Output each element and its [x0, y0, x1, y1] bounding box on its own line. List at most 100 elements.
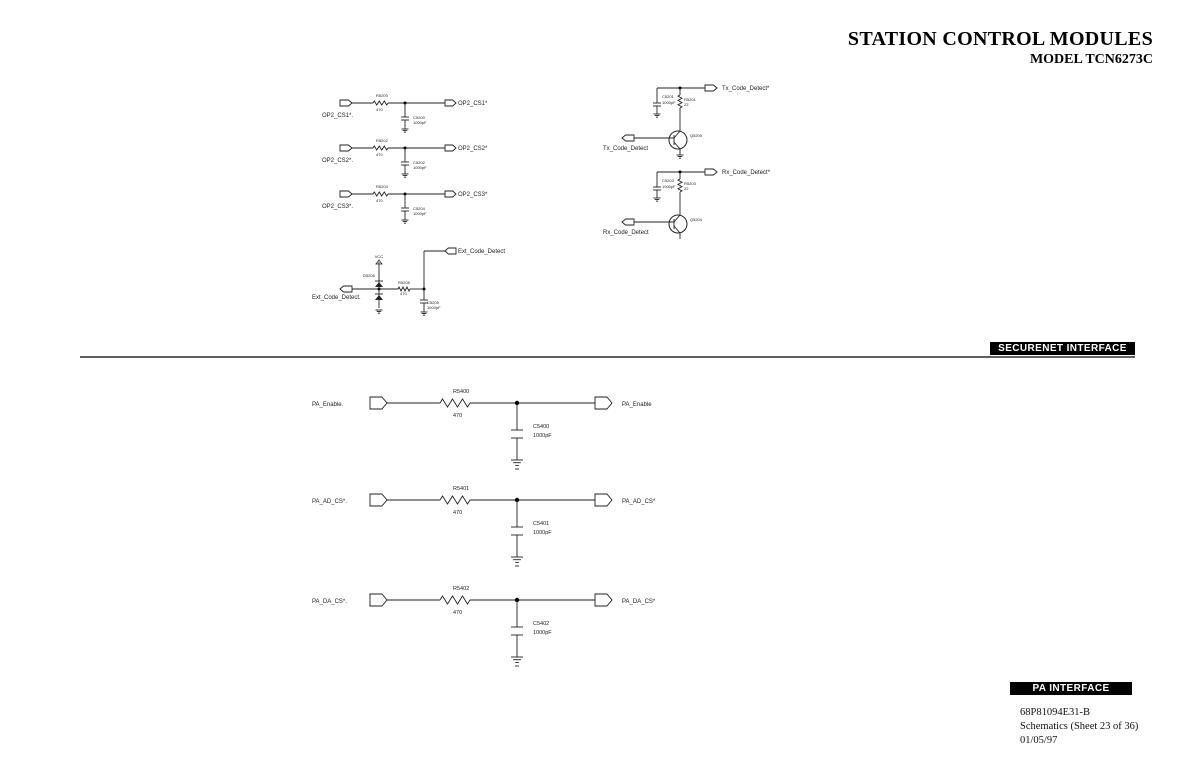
transistor-ref: Q5200: [690, 133, 703, 138]
supply-label: VCC: [375, 254, 384, 259]
resistor-value: 470: [400, 291, 407, 296]
ground-icon: [401, 128, 409, 133]
diode-ref: D5206: [363, 273, 376, 278]
output-port: [444, 247, 457, 255]
transistor-body: [668, 130, 688, 150]
input-port: [621, 218, 635, 226]
input-port: [369, 593, 388, 607]
capacitor-ref: C5401: [533, 521, 549, 527]
input-port: [621, 134, 635, 142]
output-port: [444, 144, 457, 152]
output-label: Tx_Code_Detect*: [722, 86, 770, 92]
ground-icon: [401, 173, 409, 178]
model-number: MODEL TCN6273C: [1029, 52, 1153, 67]
input-label: Tx_Code_Detect: [603, 146, 648, 152]
document-number: 68P81094E31-B: [1020, 707, 1091, 718]
output-port: [704, 84, 718, 92]
diode-symbol: [375, 282, 383, 287]
input-port: [369, 396, 388, 410]
input-port: [339, 190, 353, 198]
resistor-symbol: [372, 100, 389, 106]
resistor-ref: R5201: [684, 97, 697, 102]
resistor-ref: R5202: [376, 138, 389, 143]
page-title: STATION CONTROL MODULES: [847, 28, 1153, 50]
output-port: [594, 593, 613, 607]
capacitor-value: 1000pF: [662, 184, 676, 189]
resistor-symbol: [439, 398, 471, 408]
output-label: PA_Enable: [622, 402, 652, 408]
resistor-ref: R5203: [684, 181, 697, 186]
output-label: PA_AD_CS*: [622, 499, 656, 505]
input-label: OP2_CS3*.: [322, 204, 353, 210]
transistor-collector: [673, 130, 681, 139]
resistor-value: 470: [376, 107, 383, 112]
input-label: Ext_Code_Detect.: [312, 295, 361, 301]
output-port: [704, 168, 718, 176]
capacitor-value: 1000pF: [427, 305, 441, 310]
output-label: OP2_CS1*: [458, 101, 488, 107]
vcc-arrow-icon: [375, 259, 383, 265]
section-label-pa: PA INTERFACE: [1010, 682, 1132, 695]
input-label: PA_DA_CS*.: [312, 599, 347, 605]
capacitor-ref: C5202: [413, 160, 426, 165]
transistor-ref: Q5204: [690, 217, 703, 222]
transistor-body: [668, 214, 688, 234]
transistor-symbol: [668, 214, 688, 234]
resistor-symbol: [372, 145, 389, 151]
output-label: Ext_Code_Detect: [458, 249, 505, 255]
transistor-circuit: Rx_Code_Detect*C52031000pFR520322Q5204Rx…: [603, 168, 771, 239]
resistor-value: 470: [453, 510, 462, 516]
capacitor-ref: C5205: [427, 300, 440, 305]
output-port: [444, 190, 457, 198]
resistor-ref: R5402: [453, 586, 469, 592]
input-label: PA_AD_CS*.: [312, 499, 347, 505]
resistor-value: 470: [376, 198, 383, 203]
input-label: PA_Enable.: [312, 402, 344, 408]
input-label: OP2_CS2*.: [322, 158, 353, 164]
transistor-circuit: Tx_Code_Detect*C52011000pFR520122Q5200Tx…: [603, 84, 770, 159]
capacitor-ref: C5204: [413, 206, 426, 211]
resistor-ref: R5401: [453, 486, 469, 492]
output-port: [594, 493, 613, 507]
resistor-symbol: [677, 178, 683, 193]
section-label-securenet: SECURENET INTERFACE: [990, 342, 1135, 355]
input-port: [339, 285, 353, 293]
title-block: 68P81094E31-B Schematics (Sheet 23 of 36…: [1020, 706, 1138, 748]
capacitor-value: 1000pF: [413, 211, 427, 216]
capacitor-value: 1000pF: [533, 433, 552, 439]
capacitor-value: 1000pF: [413, 120, 427, 125]
capacitor-ref: C5203: [662, 178, 675, 183]
input-label: OP2_CS1*.: [322, 113, 353, 119]
output-port: [594, 396, 613, 410]
input-port: [339, 99, 353, 107]
resistor-symbol: [439, 495, 471, 505]
capacitor-ref: C5200: [413, 115, 426, 120]
transistor-collector: [673, 214, 681, 223]
input-label: Rx_Code_Detect: [603, 230, 649, 236]
ext-code-detect-circuit: Ext_Code_Detect.R5205470VCCD5206C5205100…: [312, 247, 505, 316]
capacitor-ref: C5201: [662, 94, 675, 99]
resistor-value: 22: [684, 186, 689, 191]
capacitor-value: 1000pF: [662, 100, 676, 105]
ground-icon: [401, 219, 409, 224]
sheet-info: Schematics (Sheet 23 of 36): [1020, 721, 1139, 732]
transistor-symbol: [668, 130, 688, 150]
revision-date: 01/05/97: [1020, 735, 1058, 746]
transistor-emitter: [673, 225, 681, 234]
resistor-value: 470: [453, 413, 462, 419]
output-label: PA_DA_CS*: [622, 599, 656, 605]
resistor-value: 470: [376, 152, 383, 157]
ground-icon: [653, 113, 661, 118]
resistor-symbol: [677, 94, 683, 109]
capacitor-value: 1000pF: [533, 630, 552, 636]
ground-icon: [375, 309, 383, 314]
resistor-symbol: [439, 595, 471, 605]
ground-icon: [653, 197, 661, 202]
output-label: OP2_CS3*: [458, 192, 488, 198]
